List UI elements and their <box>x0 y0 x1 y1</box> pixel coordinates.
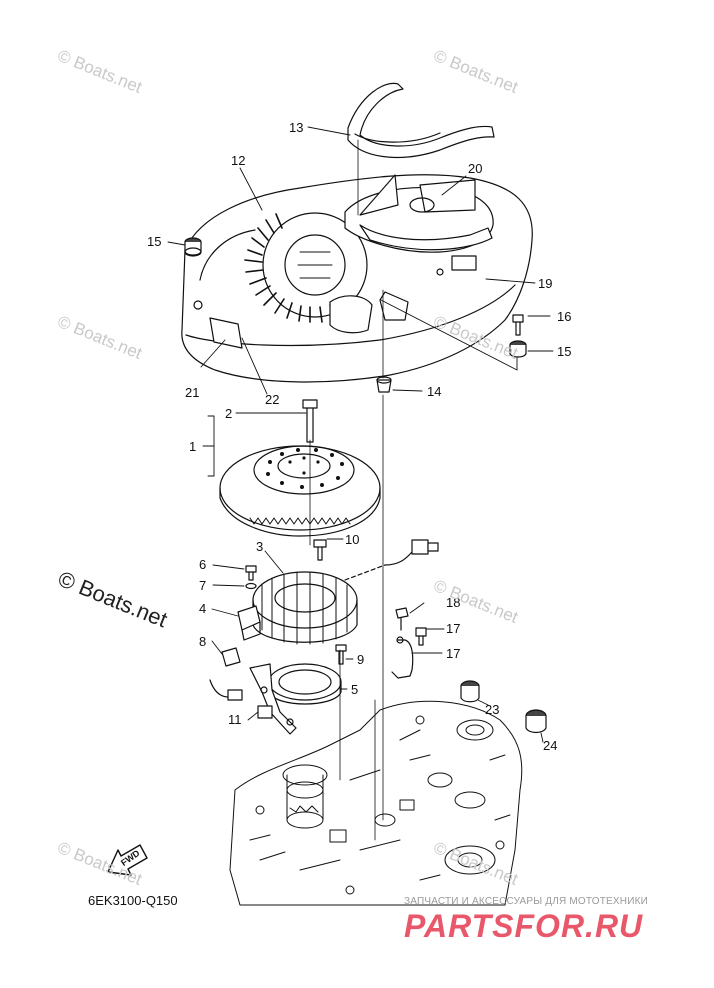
pulser-coil-part-4 <box>237 605 261 641</box>
callout-7: 7 <box>199 578 207 593</box>
washer-part-7 <box>245 582 257 590</box>
bolt-part-2 <box>302 399 318 443</box>
screw-part-20 <box>395 607 409 631</box>
callout-17-b: 24 <box>543 738 558 753</box>
callout-20: 18 <box>446 595 461 610</box>
bolt-part-19 <box>415 627 427 646</box>
callout-3: 3 <box>256 539 264 554</box>
grommet-part-15-right <box>509 340 527 358</box>
callout-21: 19 <box>538 276 553 291</box>
engine-block <box>229 700 523 906</box>
callout-13: 13 <box>289 120 304 135</box>
fwd-arrow-icon <box>107 844 148 876</box>
callout-10: 10 <box>345 532 360 547</box>
leader-lines <box>167 126 554 743</box>
collar-part-14 <box>376 376 392 393</box>
screw-part-9 <box>335 644 347 665</box>
bracket-part-5 <box>249 663 342 735</box>
stator-part-3 <box>252 564 386 645</box>
clip-part-8 <box>221 647 241 667</box>
flywheel-cover-part-12 <box>181 174 533 383</box>
callout-4: 4 <box>199 601 207 616</box>
grommet-part-17-b <box>525 709 547 734</box>
callout-15-left: 15 <box>147 234 162 249</box>
grommet-part-17-a <box>460 680 480 703</box>
footer-tagline: ЗАПЧАСТИ И АКСЕССУАРЫ ДЛЯ МОТОТЕХНИКИ <box>404 896 649 907</box>
callout-5: 5 <box>351 682 359 697</box>
callout-6: 6 <box>199 557 207 572</box>
belt-part-13 <box>347 82 495 158</box>
callout-12: 12 <box>231 153 246 168</box>
guide-lines <box>309 139 384 841</box>
callout-17-a: 23 <box>485 702 500 717</box>
callout-18: 17 <box>446 646 461 661</box>
connector-part-11 <box>209 679 273 719</box>
diagram-code: 6EK3100-Q150 <box>88 893 178 908</box>
grommet-part-15-left <box>184 237 202 257</box>
screw-part-6 <box>245 565 257 581</box>
callout-8: 8 <box>199 634 207 649</box>
callout-14: 14 <box>427 384 442 399</box>
callout-1: 1 <box>189 439 197 454</box>
callout-2: 2 <box>225 406 233 421</box>
callout-19: 17 <box>446 621 461 636</box>
screw-part-10 <box>313 539 327 561</box>
callout-11: 11 <box>228 712 242 727</box>
callout-15-right: 15 <box>557 344 572 359</box>
callout-23: 21 <box>185 385 200 400</box>
callout-22: 20 <box>468 161 483 176</box>
ground-lead-part-18 <box>391 636 414 679</box>
callout-9: 9 <box>357 652 365 667</box>
callout-16: 16 <box>557 309 572 324</box>
footer-brand-logo[interactable]: PARTSFOR.RU <box>404 908 644 944</box>
callout-24: 22 <box>265 392 280 407</box>
stator-lead-connector <box>384 539 439 566</box>
bolt-part-16 <box>512 314 524 336</box>
flywheel-part-1 <box>219 445 381 537</box>
